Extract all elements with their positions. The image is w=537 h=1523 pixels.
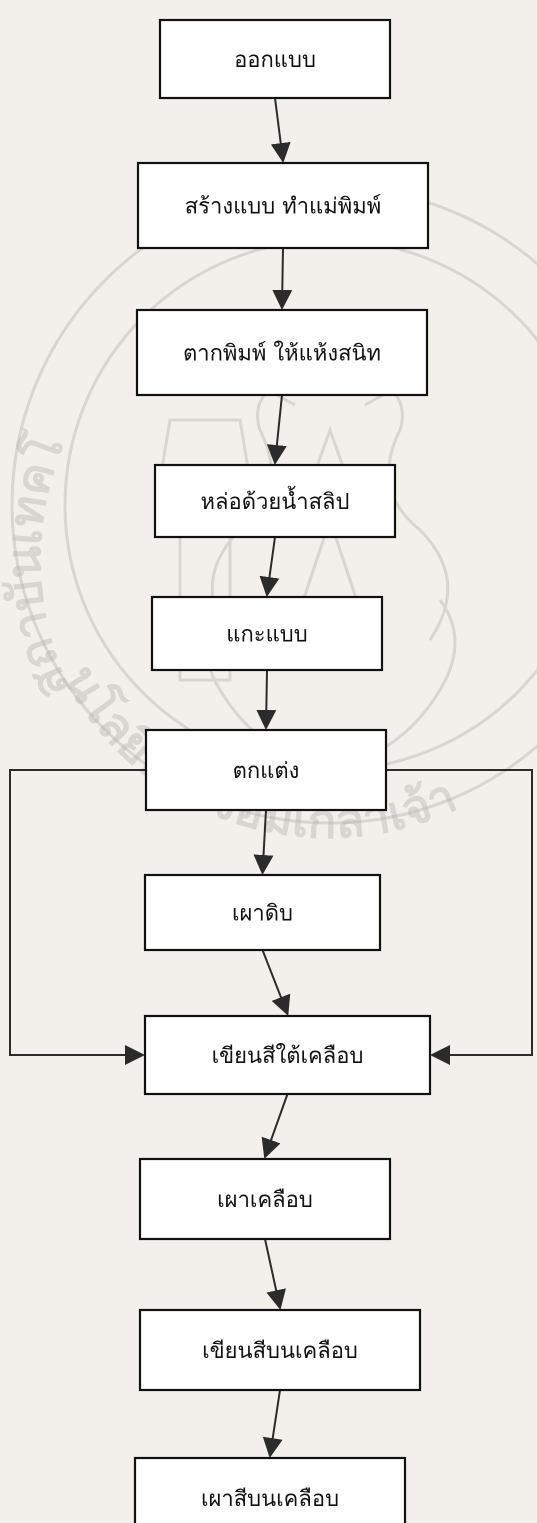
flowchart-node-box	[136, 161, 430, 250]
flowchart-node-box	[138, 1308, 422, 1392]
flowchart-node-box	[144, 728, 388, 812]
flowchart-edge	[272, 247, 293, 310]
flowchart-node-finish: ตกแต่ง	[144, 728, 388, 812]
flowchart-node-box	[135, 308, 429, 397]
flowchart-node-bisque-fire: เผาดิบ	[143, 873, 382, 952]
flowchart-edge	[386, 769, 533, 1065]
flowchart-node-box	[138, 1157, 392, 1241]
flowchart-node-label: เผาเคลือบ	[217, 1188, 313, 1213]
flowchart-edge	[270, 97, 291, 163]
flowchart-edge	[266, 394, 287, 465]
flowchart-node-box	[143, 873, 382, 952]
flowchart-edges	[9, 97, 533, 1458]
flowchart-edge	[253, 809, 274, 875]
flowchart-edge	[261, 949, 291, 1016]
flowchart-node-demold: แกะแบบ	[150, 595, 384, 672]
flowchart-node-glaze-fire: เผาเคลือบ	[138, 1157, 392, 1241]
flowchart-edge	[259, 536, 280, 597]
flowchart-edge	[9, 769, 146, 1065]
flowchart-node-box	[150, 595, 384, 672]
flowchart-node-dry-mold: ตากพิมพ์ ให้แห้งสนิท	[135, 308, 429, 397]
flowchart-node-design: ออกแบบ	[158, 18, 392, 100]
flowchart-node-label: สร้างแบบ ทำแม่พิมพ์	[185, 195, 382, 220]
flowchart-node-box	[143, 1014, 432, 1096]
flowchart-edge	[256, 669, 277, 730]
flowchart-node-box	[133, 1456, 407, 1523]
flowchart-node-underglaze-paint: เขียนสีใต้เคลือบ	[143, 1014, 432, 1096]
flowchart-node-box	[158, 18, 392, 100]
flowchart-node-overglaze-paint: เขียนสีบนเคลือบ	[138, 1308, 422, 1392]
flowchart-node-label: แกะแบบ	[226, 623, 307, 648]
flowchart-node-label: หล่อด้วยน้ำสลิป	[201, 486, 350, 515]
flowchart-edge	[262, 1389, 283, 1458]
flowchart-node-label: เขียนสีใต้เคลือบ	[212, 1043, 364, 1069]
flowchart-node-box	[153, 463, 397, 539]
flowchart-node-slip-cast: หล่อด้วยน้ำสลิป	[153, 463, 397, 539]
flowchart-node-label: เขียนสีบนเคลือบ	[202, 1339, 358, 1364]
flowchart-node-label: ออกแบบ	[234, 48, 316, 73]
flowchart-node-label: เผาดิบ	[232, 902, 293, 927]
flowchart-node-label: ตกแต่ง	[233, 759, 300, 784]
flowchart-edge	[261, 1093, 289, 1159]
flowchart-node-overglaze-fire: เผาสีบนเคลือบ	[133, 1456, 407, 1523]
flowchart-node-model-mold: สร้างแบบ ทำแม่พิมพ์	[136, 161, 430, 250]
flowchart-node-label: เผาสีบนเคลือบ	[201, 1487, 339, 1512]
flowchart-node-label: ตากพิมพ์ ให้แห้งสนิท	[183, 341, 381, 367]
flowchart-edge	[264, 1238, 286, 1310]
